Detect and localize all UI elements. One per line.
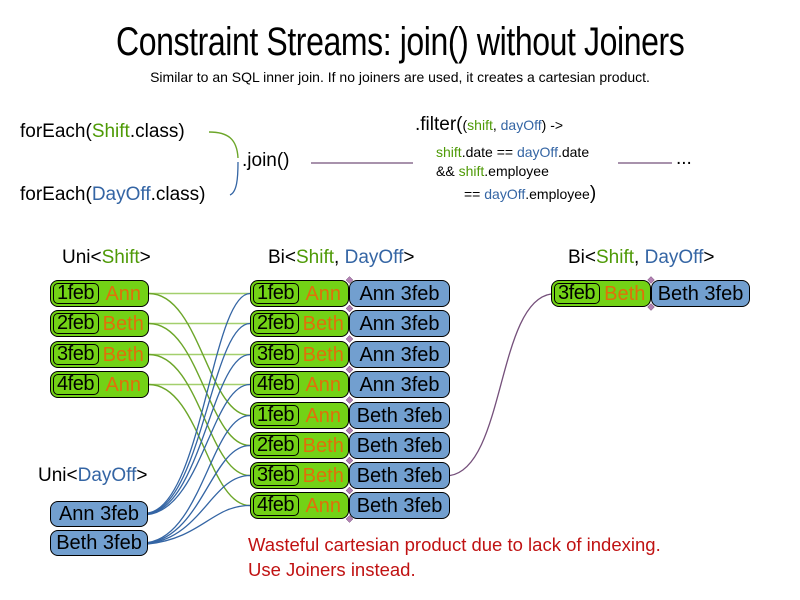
cartesian-dayoff-part: Beth 3feb: [349, 402, 450, 429]
dayoff-to-cartesian-lines: [147, 292, 251, 545]
cartesian-dayoff-part: Ann 3feb: [349, 341, 450, 368]
shift-to-cartesian-lines: [148, 292, 251, 507]
shift-fact-row: 4feb Ann: [50, 371, 149, 398]
shift-date-chip: 3feb: [252, 465, 299, 486]
dayoff-fact-row: Ann 3feb: [50, 501, 148, 527]
label-uni-shift: Uni<Shift>: [62, 247, 151, 268]
slide-subtitle: Similar to an SQL inner join. If no join…: [150, 69, 650, 85]
shift-employee: Ann: [305, 404, 342, 427]
label-bi-result: Bi<Shift, DayOff>: [568, 247, 715, 268]
slide-title: Constraint Streams: join() without Joine…: [115, 20, 685, 64]
code-foreach-dayoff: forEach(DayOff.class): [20, 184, 206, 205]
shift-date-chip: 1feb: [52, 283, 99, 304]
label-bi-cartesian: Bi<Shift, DayOff>: [268, 247, 415, 268]
shift-date-chip: 4feb: [252, 374, 299, 395]
warning-line-1: Wasteful cartesian product due to lack o…: [248, 534, 661, 555]
cartesian-dayoff-part: Beth 3feb: [349, 432, 450, 459]
warning-text: Wasteful cartesian product due to lack o…: [248, 532, 661, 582]
cartesian-dayoff-part: Beth 3feb: [349, 492, 450, 519]
shift-employee: Ann: [305, 373, 342, 396]
shift-fact-row: 1feb Ann: [50, 280, 149, 307]
shift-date-chip: 3feb: [553, 283, 600, 304]
warning-line-2: Use Joiners instead.: [248, 559, 416, 580]
cartesian-shift-part: 4feb Ann: [250, 492, 349, 519]
shift-employee: Beth: [604, 282, 646, 305]
cartesian-dayoff-part: Beth 3feb: [349, 462, 450, 489]
shift-employee: Beth: [102, 343, 144, 366]
code-filter-line4: == dayOff.employee): [464, 183, 597, 204]
cartesian-dayoff-part: Ann 3feb: [349, 280, 450, 307]
shift-employee: Ann: [105, 282, 142, 305]
dayoff-class-token: DayOff: [91, 184, 151, 205]
shift-date-chip: 3feb: [252, 344, 299, 365]
shift-class-token: Shift: [91, 121, 130, 142]
cartesian-dayoff-part: Ann 3feb: [349, 310, 450, 337]
code-join: .join(): [242, 150, 290, 171]
code-ellipsis: ...: [676, 148, 692, 169]
code-foreach-shift: forEach(Shift.class): [20, 121, 185, 142]
shift-employee: Ann: [305, 282, 342, 305]
dayoff-fact-row: Beth 3feb: [50, 530, 148, 556]
code-filter-line1: .filter((shift, dayOff) ->: [415, 114, 564, 135]
shift-employee: Ann: [305, 494, 342, 517]
shift-date-chip: 1feb: [252, 283, 299, 304]
shift-date-chip: 1feb: [252, 405, 299, 426]
shift-employee: Ann: [105, 373, 142, 396]
label-uni-dayoff: Uni<DayOff>: [38, 465, 148, 486]
shift-date-chip: 4feb: [52, 374, 99, 395]
cartesian-dayoff-part: Ann 3feb: [349, 371, 450, 398]
shift-date-chip: 4feb: [252, 495, 299, 516]
join-brace-lines: [208, 131, 239, 196]
code-filter-line3: && shift.employee: [436, 163, 549, 179]
shift-employee: Beth: [302, 464, 344, 487]
shift-date-chip: 2feb: [252, 435, 299, 456]
code-filter-line2: shift.date == dayOff.date: [436, 144, 590, 160]
shift-date-chip: 2feb: [52, 313, 99, 334]
shift-employee: Beth: [302, 312, 344, 335]
cartesian-shift-part: 4feb Ann: [250, 371, 349, 398]
shift-employee: Beth: [302, 434, 344, 457]
cartesian-shift-part: 1feb Ann: [250, 402, 349, 429]
shift-date-chip: 3feb: [52, 344, 99, 365]
shift-employee: Beth: [302, 343, 344, 366]
match-to-result-line: [449, 293, 552, 477]
result-dayoff-part: Beth 3feb: [651, 280, 750, 307]
shift-employee: Beth: [102, 312, 144, 335]
cartesian-shift-part: 1feb Ann: [250, 280, 349, 307]
shift-date-chip: 2feb: [252, 313, 299, 334]
